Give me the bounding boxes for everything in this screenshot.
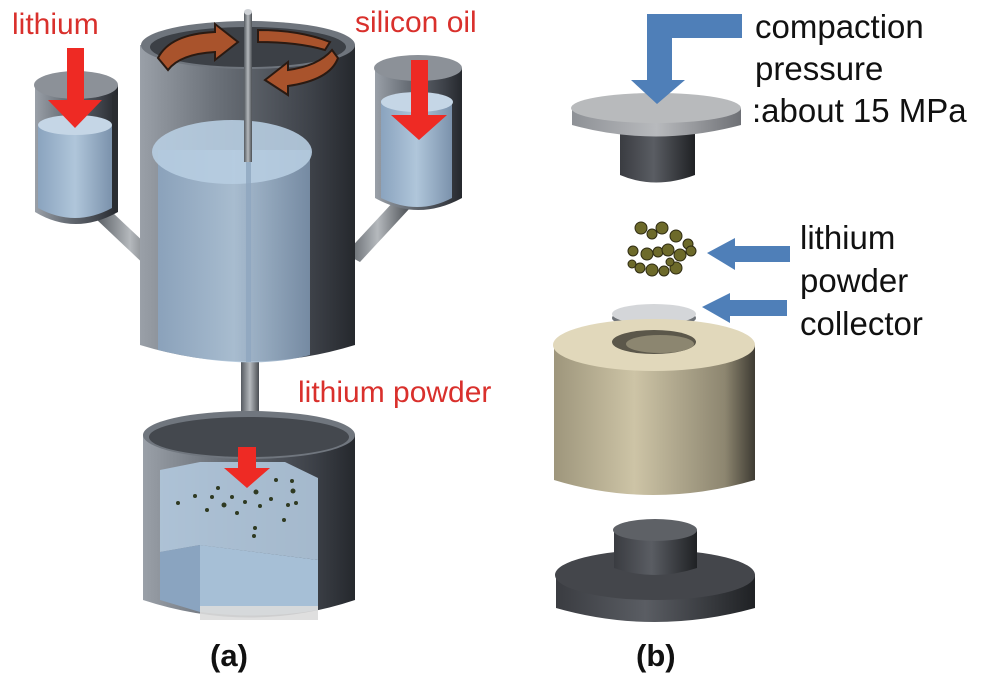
collection-vessel [143, 411, 355, 620]
pressure-value-label: :about 15 MPa [752, 92, 967, 129]
lithium-particles [176, 478, 298, 538]
panel-b-label: (b) [636, 638, 676, 673]
panel-a-label: (a) [210, 638, 248, 673]
powder-label-b: powder [800, 262, 908, 299]
silicon-oil-feed-arrow-icon [391, 60, 447, 140]
upper-punch [571, 93, 741, 183]
stirrer-shaft [244, 12, 252, 162]
lower-punch [555, 519, 755, 622]
panel-b: compaction pressure :about 15 MPa lithiu… [553, 8, 967, 673]
pressure-label: pressure [755, 50, 883, 87]
powder-drop-arrow-icon [224, 447, 270, 488]
lithium-powder-granules [627, 221, 697, 277]
collector-label: collector [800, 305, 923, 342]
powder-pointer-arrow-icon [707, 238, 790, 270]
lithium-powder-label: lithium powder [298, 376, 491, 409]
collector-pointer-arrow-icon [702, 293, 787, 323]
die-cylinder [553, 319, 755, 495]
compaction-label: compaction [755, 8, 924, 45]
silicon-oil-label: silicon oil [355, 6, 477, 39]
lithium-feed-arrow-icon [48, 48, 102, 128]
rotation-arrow-icon [156, 21, 340, 97]
pressure-arrow-icon [631, 14, 742, 104]
lithium-label-b: lithium [800, 219, 895, 256]
panel-a: lithium silicon oil lithium powder (a) [12, 6, 491, 673]
lithium-label: lithium [12, 8, 99, 41]
